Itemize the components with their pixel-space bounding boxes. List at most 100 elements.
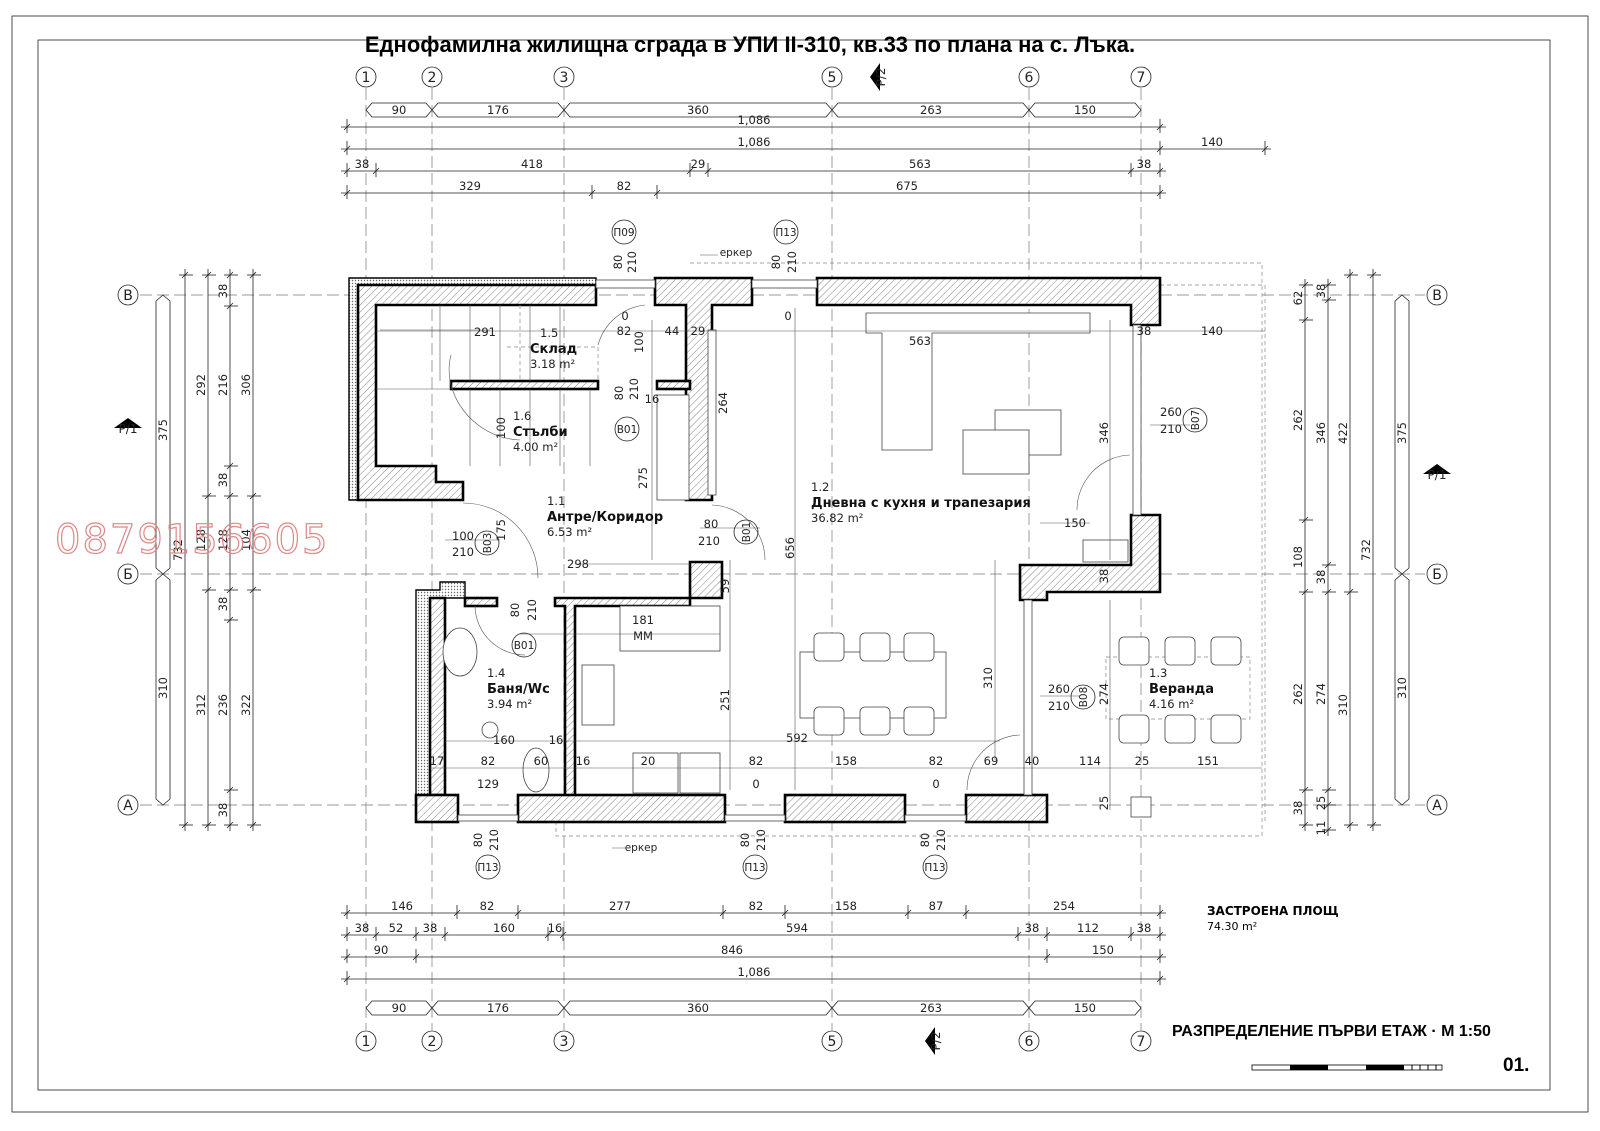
dimension-right-2: 11 [1314, 821, 1328, 836]
chairs [813, 632, 1242, 744]
dimension-interior: 25 [1097, 796, 1111, 811]
room-number: 1.6 [513, 409, 531, 423]
door-tag-circle [922, 854, 948, 880]
drawing-title: Еднофамилна жилищна сграда в УПИ II-310,… [365, 32, 1135, 57]
dimension-tick [204, 271, 212, 279]
dimension-interior: 175 [494, 519, 508, 541]
axis-circle [821, 66, 843, 88]
dimension-tick [1324, 561, 1332, 569]
door-size: 80 [471, 833, 485, 848]
dimension-tick [1261, 145, 1269, 153]
dimension-bottom-wall: 38 [423, 921, 438, 935]
axis-circle [117, 563, 139, 585]
axis-label: Б [1432, 567, 1442, 583]
dimension-tick [1346, 588, 1354, 596]
room-number: 1.1 [547, 494, 565, 508]
dimension-tick [1156, 909, 1164, 917]
axis-circle [421, 66, 443, 88]
dimension-bottom-axis: 90 [392, 1001, 407, 1015]
dimension-interior: 40 [1025, 754, 1040, 768]
axis-circle [1018, 66, 1040, 88]
dimension-right-2: 274 [1314, 683, 1328, 705]
chair [1164, 714, 1196, 744]
door-size: 210 [934, 829, 948, 851]
axis-circle [1018, 1030, 1040, 1052]
dimension-bottom-wall: 160 [493, 921, 515, 935]
dimension-tick [781, 909, 789, 917]
axis-label: 5 [828, 70, 837, 86]
dimension-left-axis: 375 [156, 419, 170, 441]
section-mark: P/1 [114, 418, 142, 436]
axis-circle [1130, 1030, 1152, 1052]
dimension-tick [1301, 516, 1309, 524]
chair [903, 632, 935, 662]
dimension-tick [1156, 189, 1164, 197]
dimension-left-4: 38 [216, 803, 230, 818]
dimension-top-overall-ext: 1,086 [738, 135, 771, 149]
dimension-tick [343, 931, 351, 939]
dimension-tick [412, 953, 420, 961]
dimension-left-3: 312 [194, 694, 208, 716]
dimension-interior: 298 [567, 557, 589, 571]
dimension-tick [343, 167, 351, 175]
dimension-bottom-wall: 38 [355, 921, 370, 935]
dimension-tick [372, 931, 380, 939]
dimension-interior: 210 [627, 378, 641, 400]
windows [457, 279, 1142, 822]
dimension-interior: 80 [612, 386, 626, 401]
dimension-tick [588, 189, 596, 197]
dimension-left-5: 306 [239, 374, 253, 396]
dimension-interior: 100 [452, 529, 474, 543]
dimension-interior: 114 [1079, 754, 1101, 768]
dimension-interior: 251 [718, 689, 732, 711]
door-tag: П13 [924, 862, 945, 874]
dimension-interior: 592 [786, 731, 808, 745]
dimension-bottom-openings: 82 [749, 899, 764, 913]
door-size: 210 [487, 829, 501, 851]
axis-label: А [1432, 798, 1442, 814]
dimension-tick [412, 931, 420, 939]
dimension-tick [653, 189, 661, 197]
dimension-top-overall: 1,086 [738, 113, 771, 127]
axis-label: 3 [560, 1034, 569, 1050]
door-tag-circle [611, 219, 637, 245]
room-number: 1.3 [1149, 666, 1167, 680]
room-area: 36.82 m² [811, 511, 863, 525]
chair [1210, 714, 1242, 744]
chair [1118, 636, 1150, 666]
dimension-tick [343, 189, 351, 197]
dimension-tick [1324, 588, 1332, 596]
dimension-interior: 82 [929, 754, 944, 768]
dimension-tick [704, 167, 712, 175]
dimension-top-overall-ext: 140 [1201, 135, 1223, 149]
room-name: Веранда [1149, 682, 1214, 697]
dimension-tick [441, 931, 449, 939]
grid-lines [140, 88, 1425, 1030]
dimension-interior: 16 [645, 392, 660, 406]
dimension-tick [1301, 316, 1309, 324]
dimension-bottom-wall: 52 [389, 921, 404, 935]
room-number: 1.4 [487, 666, 505, 680]
dimension-tick [1301, 821, 1309, 829]
door-tag: П13 [744, 862, 765, 874]
axis-label: А [123, 798, 133, 814]
dimension-tick [1127, 167, 1135, 175]
dimension-tick [544, 931, 552, 939]
door-tag-circle [474, 530, 500, 556]
axis-label: 2 [428, 1034, 437, 1050]
door-tag-circle [733, 519, 759, 545]
dimension-interior: ММ [633, 629, 653, 643]
axis-label: 2 [428, 70, 437, 86]
door-size: 80 [769, 255, 783, 270]
axis-circle [1130, 66, 1152, 88]
dimension-tick [1127, 931, 1135, 939]
dimension-interior: 260 [1160, 405, 1182, 419]
room-name: Баня/Wc [487, 682, 550, 697]
axis-label: В [123, 288, 133, 304]
dimension-bottom-wall: 112 [1077, 921, 1099, 935]
chair [903, 706, 935, 736]
